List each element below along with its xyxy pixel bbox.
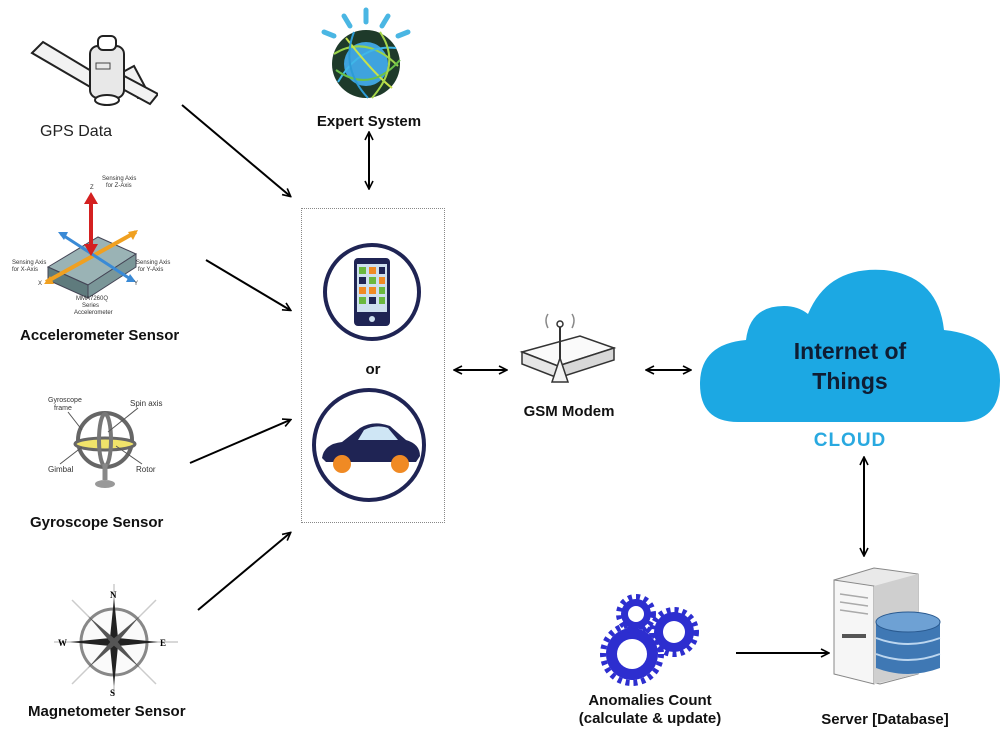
accel-y-letter: Y bbox=[134, 281, 138, 287]
expert-system-label: Expert System bbox=[316, 113, 422, 130]
accelerometer-icon: Z Sensing Axis for Z-Axis Sensing Axis f… bbox=[12, 176, 170, 316]
accel-x-letter: X bbox=[38, 281, 42, 287]
anomalies-label-line2: (calculate & update) bbox=[578, 710, 722, 727]
gears-icon bbox=[600, 594, 699, 686]
anomalies-label-line1: Anomalies Count bbox=[588, 692, 712, 709]
server-label: Server [Database] bbox=[821, 711, 949, 728]
smartphone-icon bbox=[323, 243, 421, 341]
cloud-title-line1: Internet of bbox=[793, 338, 907, 364]
magnetometer-label: Magnetometer Sensor bbox=[28, 703, 186, 720]
accel-z-letter: Z bbox=[90, 185, 94, 191]
gsm-modem-label: GSM Modem bbox=[523, 403, 615, 420]
accel-y-annotation: Sensing Axis bbox=[136, 260, 170, 266]
car-icon bbox=[312, 388, 426, 502]
arrow-gps-to-device bbox=[181, 104, 290, 196]
compass-w: W bbox=[58, 638, 67, 648]
gyro-gimbal-annotation: Gimbal bbox=[48, 465, 74, 474]
satellite-icon bbox=[30, 35, 158, 106]
arrow-accelerometer-to-device bbox=[205, 259, 290, 310]
server-database-icon bbox=[833, 567, 941, 685]
accel-z-annotation-2: for Z-Axis bbox=[106, 183, 132, 189]
compass-n: N bbox=[110, 590, 117, 600]
compass-e: E bbox=[160, 638, 166, 648]
gsm-modem-icon bbox=[519, 313, 617, 383]
gyro-frame-annotation: Gyroscope bbox=[48, 397, 82, 404]
cloud-title: Internet of Things bbox=[745, 336, 955, 396]
cloud-icon bbox=[700, 269, 1000, 422]
accel-y-annotation-2: for Y-Axis bbox=[138, 267, 163, 273]
accelerometer-label: Accelerometer Sensor bbox=[20, 327, 180, 344]
gps-label: GPS Data bbox=[40, 123, 113, 140]
compass-s: S bbox=[110, 688, 115, 698]
accel-part-annotation-2: Series bbox=[82, 303, 99, 309]
expert-system-globe-icon bbox=[321, 7, 411, 99]
accel-z-annotation: Sensing Axis bbox=[102, 176, 136, 182]
accel-x-annotation-2: for X-Axis bbox=[12, 267, 38, 273]
arrow-gyroscope-to-device bbox=[189, 420, 290, 464]
gyroscope-label: Gyroscope Sensor bbox=[30, 514, 164, 531]
accel-x-annotation: Sensing Axis bbox=[12, 260, 46, 266]
compass-icon: N S E W bbox=[54, 584, 178, 698]
device-or-separator: or bbox=[365, 361, 381, 378]
device-container bbox=[301, 208, 445, 523]
arrow-magnetometer-to-device bbox=[197, 533, 290, 611]
anomalies-label: Anomalies Count (calculate & update) bbox=[560, 692, 740, 728]
accel-part-annotation: MMA7260Q bbox=[76, 296, 108, 302]
cloud-caption: CLOUD bbox=[813, 430, 887, 451]
accel-part-annotation-3: Accelerometer bbox=[74, 310, 113, 316]
gyro-spin-annotation: Spin axis bbox=[130, 399, 162, 408]
gyro-rotor-annotation: Rotor bbox=[136, 465, 156, 474]
gyro-frame-annotation-2: frame bbox=[54, 405, 72, 412]
cloud-title-line2: Things bbox=[812, 368, 888, 394]
gyroscope-icon: Gyroscope frame Spin axis Gimbal Rotor bbox=[48, 397, 162, 488]
